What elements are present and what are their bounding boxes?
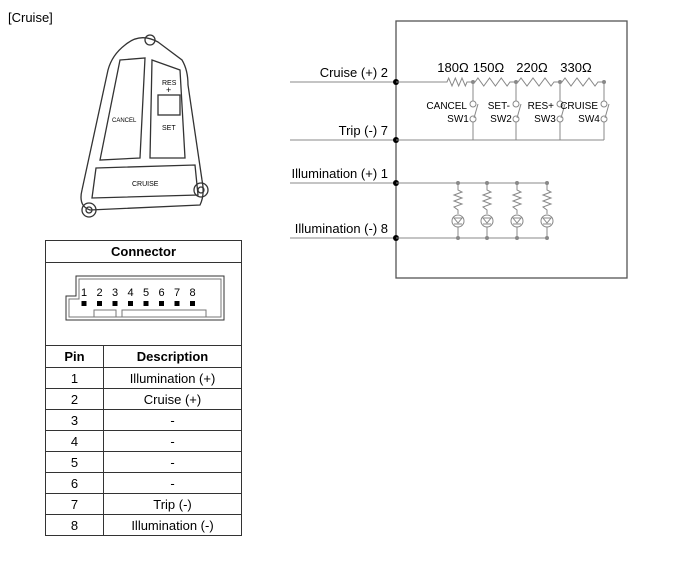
led-resistor	[541, 183, 553, 214]
cruise-switch-illustration: RES + SET CANCEL CRUISE	[80, 34, 209, 218]
switch-name: CRUISE	[560, 101, 598, 112]
pin-terminal	[96, 300, 102, 306]
led-icon	[451, 214, 465, 228]
switch	[516, 103, 522, 119]
switch-name: CANCEL	[426, 101, 467, 112]
switch	[560, 103, 566, 119]
pin-number: 4	[127, 287, 133, 299]
switch-id: SW4	[578, 114, 600, 125]
led-icon	[480, 214, 494, 228]
resistor-value: 150Ω	[473, 60, 505, 75]
description-cell: Illumination (-)	[103, 514, 242, 536]
resistor	[445, 76, 473, 88]
pin-number: 7	[174, 287, 180, 299]
pin-number: 3	[112, 287, 118, 299]
resistor-value: 180Ω	[437, 60, 469, 75]
switch-name: RES+	[528, 101, 555, 112]
terminal-label: Illumination (-) 8	[295, 221, 388, 236]
led-resistor	[511, 183, 523, 214]
pin-number: 8	[189, 287, 195, 299]
pin-terminal	[81, 300, 86, 306]
pin-terminal	[127, 300, 133, 306]
pin-terminal	[112, 300, 117, 306]
switch	[604, 103, 610, 119]
table-row: 4-	[45, 430, 242, 452]
pin-number: 6	[158, 287, 164, 299]
pin-number: 5	[143, 287, 149, 299]
table-row: 3-	[45, 409, 242, 431]
plus-label: +	[166, 85, 171, 95]
resistor	[560, 77, 604, 87]
resistor-value: 220Ω	[516, 60, 548, 75]
res-label: RES	[162, 80, 177, 87]
switch-id: SW1	[447, 114, 469, 125]
resistor-value: 330Ω	[560, 60, 592, 75]
pin-header: Pin	[45, 345, 104, 368]
pin-terminal	[143, 300, 148, 306]
section-title: [Cruise]	[8, 10, 53, 25]
terminal-label: Cruise (+) 2	[320, 65, 388, 80]
led-resistor	[452, 183, 464, 214]
description-cell: Cruise (+)	[103, 388, 242, 410]
resistor	[516, 77, 560, 87]
led-icon	[510, 214, 524, 228]
pin-terminal	[174, 300, 179, 306]
resistor	[473, 77, 516, 87]
terminal-label: Illumination (+) 1	[292, 166, 388, 181]
pin-cell: 8	[45, 514, 104, 536]
cancel-label: CANCEL	[112, 118, 137, 124]
pin-terminal	[189, 300, 195, 306]
pin-terminal	[158, 300, 164, 306]
pin-number: 2	[96, 287, 102, 299]
switch-name: SET-	[488, 101, 510, 112]
set-label: SET	[162, 125, 176, 132]
table-row: 5-	[45, 451, 242, 473]
terminal-label: Trip (-) 7	[339, 123, 388, 138]
led-resistor	[481, 183, 493, 214]
led-icon	[540, 214, 554, 228]
description-cell: Illumination (+)	[103, 367, 242, 389]
pin-number: 1	[81, 287, 87, 299]
switch	[473, 103, 479, 119]
cruise-label: CRUISE	[132, 181, 159, 188]
switch-id: SW2	[490, 114, 512, 125]
switch-id: SW3	[534, 114, 556, 125]
